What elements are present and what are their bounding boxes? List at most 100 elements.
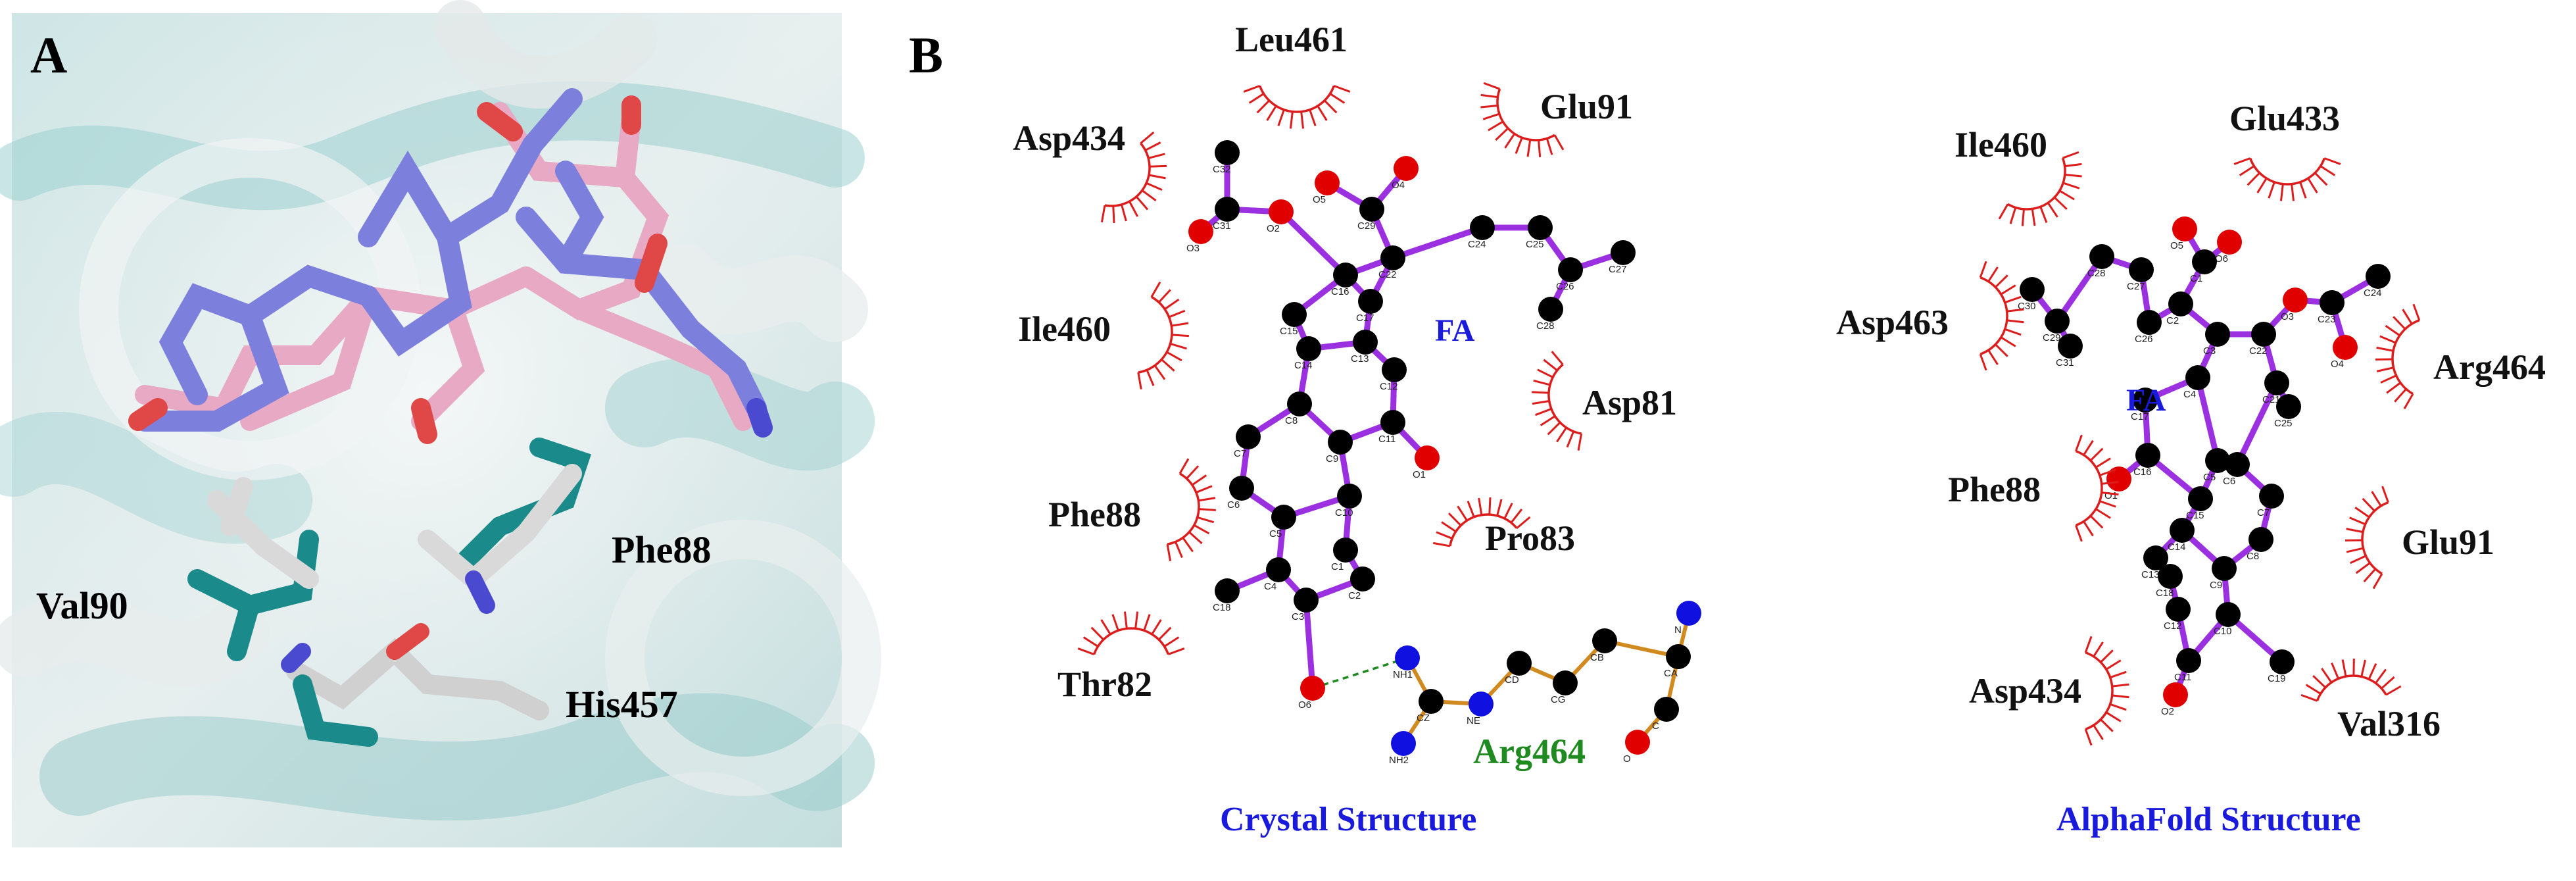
alphafold-ligand-atom-label: O3	[2281, 311, 2294, 322]
alphafold-ligand-atom-label: C23	[2318, 314, 2336, 325]
binding-residue-sticks	[187, 438, 591, 747]
crystal-ligand-atom-label: O3	[1186, 243, 1200, 254]
alphafold-ligand-atom-C5	[2205, 448, 2230, 473]
crystal-ligand-atom-label: C2	[1348, 590, 1361, 601]
crystal-ligand-atom-C10	[1337, 484, 1362, 509]
alphafold-ligand-bond	[2054, 253, 2105, 324]
crystal-ligand-atom-label: C32	[1213, 164, 1231, 175]
crystal-ligand-bond	[1303, 597, 1316, 692]
crystal-residue-pro83: Pro83	[1485, 518, 1575, 558]
crystal-arg464-atom-CG	[1553, 670, 1578, 695]
crystal-ligand-atom-C8	[1287, 391, 1312, 416]
crystal-ligand-label: FA	[1435, 313, 1475, 348]
alphafold-ligand-atom-C9	[2212, 556, 2237, 581]
crystal-ligand-atom-label: C28	[1536, 320, 1555, 332]
crystal-arg464-atom-NH2	[1391, 731, 1416, 756]
crystal-ligand-atom-C5	[1271, 505, 1296, 530]
crystal-ligand-atom-C17	[1358, 289, 1383, 314]
alphafold-ligand-bond	[2234, 380, 2280, 468]
crystal-ligand-atom-C22	[1380, 245, 1405, 270]
crystal-ligand-atom-C14	[1296, 336, 1321, 361]
alphafold-ligand-atom-C11	[2176, 648, 2201, 673]
crystal-ligand-atom-label: C24	[1468, 239, 1486, 250]
crystal-ligand-atom-C7	[1236, 424, 1261, 449]
crystal-ligand-atom-label: C7	[1234, 448, 1246, 459]
crystal-ligand-atom-C4	[1266, 557, 1291, 582]
crystal-residue-asp81: Asp81	[1582, 383, 1677, 422]
alphafold-ligand-atom-C18	[2158, 564, 2183, 589]
crystal-ligand-atom-C31	[1215, 197, 1240, 222]
alphafold-ligand-atom-C24	[2366, 264, 2391, 289]
alphafold-ligand-atom-O6	[2217, 230, 2242, 255]
alphafold-arc-val316	[2300, 658, 2402, 702]
crystal-ligand-atom-label: O6	[1298, 699, 1311, 711]
alphafold-ligand-atom-C12	[2166, 597, 2191, 622]
crystal-ligand-atom-label: C3	[1292, 611, 1304, 622]
alphafold-ligand-atom-C19	[2270, 649, 2295, 674]
crystal-ligand-atom-label: C17	[1356, 313, 1374, 324]
crystal-ligand-atom-C32	[1215, 140, 1240, 165]
alphafold-ligand-atom-label: C17	[2131, 411, 2149, 422]
alphafold-ligand-atom-C28	[2089, 244, 2114, 269]
crystal-arc-phe88	[1166, 458, 1216, 561]
crystal-arg464-atom-label: CZ	[1417, 713, 1430, 724]
crystal-arg464-atom-label: N	[1674, 624, 1682, 636]
crystal-arg464-atom-label: CB	[1590, 652, 1604, 663]
alphafold-residue-asp463: Asp463	[1836, 303, 1949, 342]
crystal-arg464-atom-CA	[1666, 644, 1691, 669]
crystal-ligand-atom-O2	[1269, 199, 1294, 224]
crystal-arg464-atom-C	[1654, 697, 1679, 722]
crystal-ligand-atom-O6	[1300, 676, 1325, 701]
panel-b-letter: B	[909, 26, 943, 84]
crystal-ligand-atom-C13	[1353, 330, 1378, 355]
alphafold-ligand-atom-C25	[2276, 394, 2301, 419]
crystal-ligand-atom-label: O5	[1313, 194, 1326, 205]
crystal-ligand-atom-label: O4	[1392, 180, 1405, 191]
crystal-ligand-atom-label: C13	[1351, 353, 1369, 365]
crystal-ligand-atom-label: C12	[1380, 381, 1398, 392]
ligand-sticks-crystal	[134, 88, 767, 432]
alphafold-ligand-atom-C2	[2168, 291, 2193, 316]
alphafold-ligand-atom-label: O4	[2331, 359, 2344, 370]
crystal-ligand-atom-label: C29	[1357, 220, 1376, 232]
crystal-ligand-atom-C3	[1294, 588, 1319, 613]
crystal-ligand-atom-label: C14	[1294, 360, 1313, 371]
crystal-ligand-atom-label: C6	[1227, 499, 1240, 511]
crystal-arg464-atom-label: O	[1623, 753, 1631, 765]
crystal-residue-asp434: Asp434	[1013, 118, 1125, 158]
crystal-arg464-atom-NH1	[1395, 645, 1420, 670]
crystal-arg464-atom-label: NH2	[1389, 755, 1409, 766]
alphafold-ligand-atom-C21	[2264, 370, 2289, 395]
crystal-ligand-atom-label: C22	[1378, 269, 1397, 280]
panel-a-letter: A	[30, 26, 67, 84]
alphafold-ligand-atom-label: C3	[2203, 345, 2216, 357]
alphafold-residue-phe88: Phe88	[1948, 470, 2041, 509]
alphafold-ligand-atom-C30	[2020, 277, 2045, 302]
alphafold-ligand-atom-C17	[2133, 388, 2158, 413]
alphafold-ligand-atom-label: C29	[2043, 332, 2061, 343]
alphafold-ligand-atom-label: C1	[2190, 273, 2202, 284]
alphafold-caption: AlphaFold Structure	[2056, 801, 2361, 838]
crystal-ligand-atom-label: C25	[1526, 239, 1544, 250]
residue-label-his457: His457	[566, 683, 678, 726]
crystal-ligand-atom-O4	[1394, 156, 1419, 181]
alphafold-ligand-atom-label: C28	[2087, 268, 2106, 279]
alphafold-ligand-atom-C14	[2170, 518, 2195, 543]
crystal-ligand-atom-C16	[1333, 263, 1358, 288]
alphafold-ligand-atom-O2	[2163, 682, 2188, 707]
crystal-ligand-atom-C28	[1538, 297, 1563, 322]
alphafold-ligand-atom-C13	[2143, 545, 2168, 570]
crystal-ligand-atom-label: C15	[1280, 326, 1298, 337]
crystal-arc-asp434	[1100, 131, 1167, 223]
crystal-ligand-atom-C18	[1215, 578, 1240, 603]
crystal-ligand-atom-O5	[1315, 170, 1340, 195]
crystal-ligand-atom-C11	[1380, 410, 1405, 435]
alphafold-arc-phe88	[2075, 434, 2119, 542]
crystal-residue-leu461: Leu461	[1235, 20, 1348, 59]
crystal-ligand-atom-O3	[1188, 219, 1213, 244]
alphafold-ligand-atom-label: C15	[2186, 510, 2204, 521]
